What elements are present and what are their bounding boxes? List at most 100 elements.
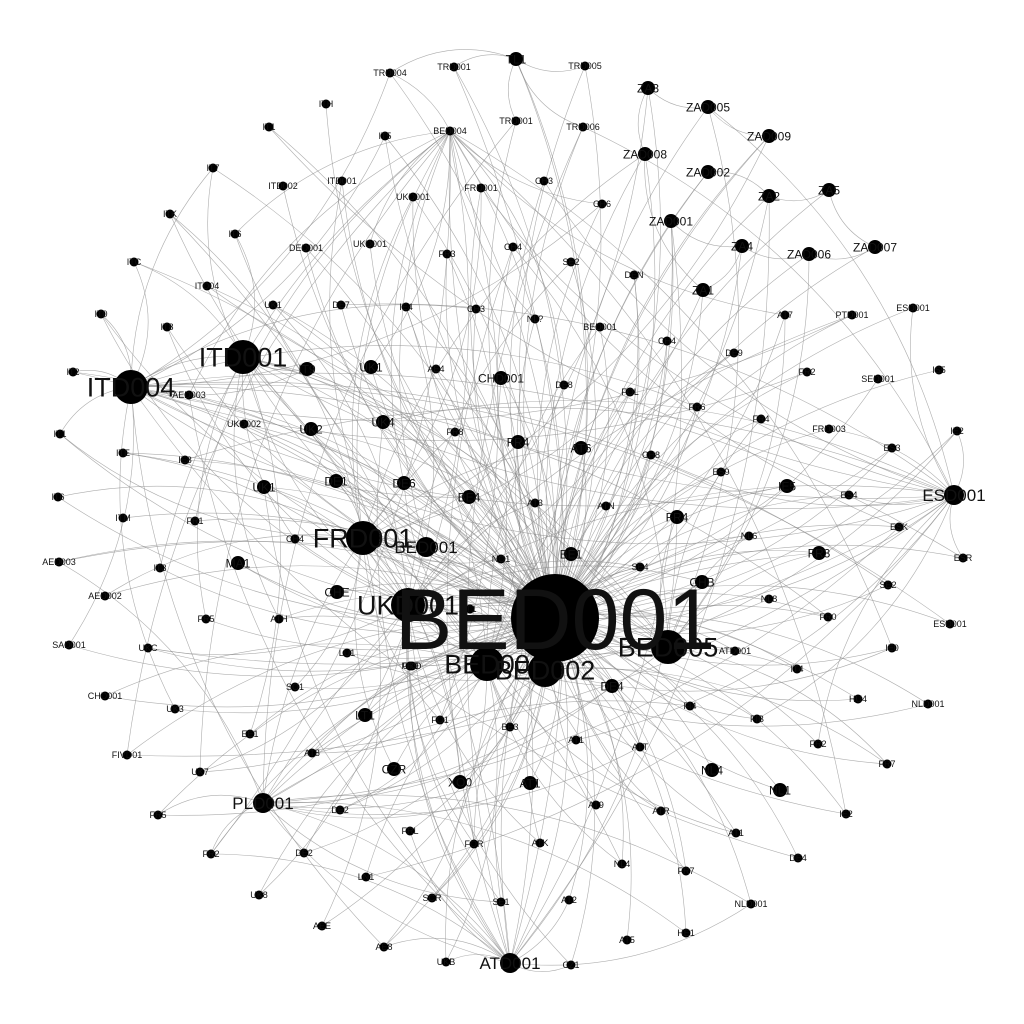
edge-itc-bed001	[133, 261, 556, 619]
node-label-fr2c: FR2	[202, 849, 219, 859]
edge-zad001-za4	[670, 220, 743, 247]
edge-fol-pld001	[262, 391, 631, 804]
edge-ch4c-itd001	[242, 356, 296, 540]
node-label-bed001: BED001	[395, 572, 715, 668]
node-label-fr4c: FR4	[666, 510, 689, 524]
node-label-fr5b: FR5	[149, 810, 166, 820]
node-ie0	[887, 643, 897, 653]
node-label-fib: FIB	[750, 714, 764, 724]
edge-nl4b-itd004	[130, 386, 623, 865]
edge-it1-bed001	[268, 126, 556, 619]
edge-se4-ukd001	[407, 560, 641, 606]
edge-it5-itd004	[130, 135, 386, 388]
edge-at3-ukd001	[407, 502, 536, 606]
node-ae8	[379, 942, 389, 952]
node-ch4c	[290, 534, 300, 544]
node-esd001b	[908, 303, 918, 313]
node-label-nl7: NL?	[527, 314, 544, 324]
node-it9	[300, 362, 314, 376]
node-label-za3: ZA3	[637, 81, 659, 95]
node-bed004	[445, 126, 455, 136]
edge-cz1-ukd001	[407, 604, 572, 966]
node-che	[330, 585, 344, 599]
edge-he1-bed001	[554, 617, 687, 934]
node-label-trd001b: TRD001	[499, 116, 533, 126]
edge-trd006-esd001	[582, 126, 955, 496]
edge-fr3b-bed005	[667, 552, 820, 648]
edge-ch6-bed004	[449, 130, 603, 205]
node-fr0	[823, 612, 833, 622]
edge-frl-atd001	[409, 830, 511, 964]
edge-trd006-atd001	[466, 126, 584, 964]
node-ie4	[401, 302, 411, 312]
node-label-fi4: FI4	[683, 701, 696, 711]
edge-bed001-itd001	[242, 356, 556, 619]
edge-fr5-bed001	[205, 617, 556, 651]
edge-za5-zad007	[828, 189, 876, 248]
node-label-esd001b: ESD001	[896, 303, 930, 313]
node-tl1	[509, 52, 523, 66]
edge-sad001-bed001	[68, 617, 556, 677]
edge-ch3-esd001	[543, 180, 955, 496]
node-label-he1: HE1	[677, 928, 695, 938]
edge-tl1-trd005	[515, 58, 586, 72]
node-label-scr: SCR	[422, 893, 442, 903]
node-ded001	[301, 243, 311, 253]
node-label-de4: DE4	[600, 679, 624, 693]
node-esd001	[944, 485, 964, 505]
node-label-itd001b: ITD001	[327, 176, 357, 186]
edge-ee1-itd001	[242, 356, 281, 735]
edge-cz1-bed001	[554, 617, 596, 966]
edge-esr-bed001	[554, 544, 964, 619]
edge-it1b-bed001	[59, 433, 556, 619]
edge-se2-bed001	[554, 261, 596, 619]
node-label-uk8: UK8	[250, 890, 268, 900]
edge-za3-bed001	[554, 87, 661, 619]
edge-ukd001-itd001	[242, 356, 409, 606]
node-label-zad002: ZAD002	[686, 165, 730, 179]
node-ch8	[646, 450, 656, 460]
node-fr4c	[670, 510, 684, 524]
edge-fr4c-atd001	[509, 516, 678, 964]
edge-ie5-itd004	[130, 386, 788, 507]
node-ie8	[180, 455, 190, 465]
node-za5	[822, 183, 836, 197]
node-nl4b	[617, 859, 627, 869]
edge-aed003b-bed001	[58, 540, 556, 619]
node-at2	[564, 895, 574, 905]
edge-fr2-bed001	[554, 371, 808, 619]
edge-fivd01-bed001	[126, 617, 556, 756]
edge-fo1-bed004	[439, 130, 499, 721]
node-label-ch8: CH8	[642, 450, 660, 460]
node-aed003	[184, 390, 194, 400]
node-label-ee1: EE1	[241, 729, 258, 739]
edge-at01-itd001	[242, 356, 736, 652]
node-fol	[625, 387, 635, 397]
node-zad005	[701, 100, 715, 114]
node-ch6	[597, 199, 607, 209]
node-label-es3: ES3	[883, 443, 900, 453]
edge-fo1-frd001	[362, 537, 441, 721]
node-label-fr4: FR4	[752, 414, 769, 424]
node-label-uk7: UK7	[191, 767, 209, 777]
edge-fr6-itd004	[130, 345, 698, 408]
edge-uk7-ukd001	[199, 604, 409, 773]
node-chb	[695, 575, 709, 589]
node-zad007	[868, 240, 882, 254]
edge-fr5-itd001	[197, 356, 244, 620]
node-label-zad007: ZAD007	[853, 240, 897, 254]
edge-ie4-bed005	[405, 306, 669, 648]
node-chd001	[494, 371, 508, 385]
node-label-itd04: ITD04	[195, 281, 220, 291]
node-itd001	[226, 340, 260, 374]
node-label-zad009: ZAD009	[747, 129, 791, 143]
node-it7	[208, 163, 218, 173]
edge-ie5-ukd001	[407, 485, 788, 606]
edge-de6-bed004	[390, 130, 451, 484]
edge-ite-bed001	[122, 452, 556, 619]
node-at1c	[731, 828, 741, 838]
node-trd006	[578, 122, 588, 132]
node-at1	[571, 735, 581, 745]
edge-fr7b-bed004	[448, 130, 687, 872]
